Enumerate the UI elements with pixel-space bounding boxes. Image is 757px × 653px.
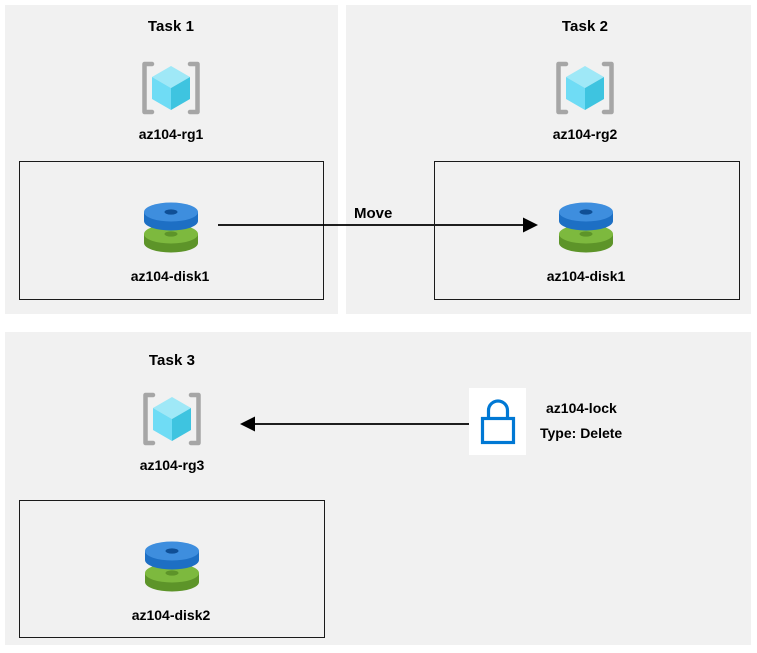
resource-group-cube-icon — [556, 61, 614, 115]
task-panel-3 — [5, 332, 751, 645]
disk-container-2 — [434, 161, 740, 300]
task-panel-1 — [5, 5, 338, 314]
task-panel-2 — [346, 5, 751, 314]
connector-label-move: Move — [354, 205, 393, 222]
managed-disk-icon — [144, 202, 198, 253]
disk-label-3: az104-disk2 — [131, 607, 211, 623]
arrow-icon-move — [218, 217, 538, 233]
managed-disk-icon — [559, 202, 613, 253]
resource-group-cube-icon — [142, 61, 200, 115]
resource-group-label-3: az104-rg3 — [139, 457, 205, 473]
lock-name-label: az104-lock — [546, 400, 617, 416]
lock-type-label: Type: Delete — [540, 425, 623, 441]
task-title-3: Task 3 — [148, 352, 196, 369]
managed-disk-icon — [145, 541, 199, 592]
resource-group-label-1: az104-rg1 — [138, 126, 204, 142]
disk-label-2: az104-disk1 — [546, 268, 626, 284]
arrow-icon-lock — [240, 416, 475, 432]
resource-group-label-2: az104-rg2 — [552, 126, 618, 142]
disk-label-1: az104-disk1 — [130, 268, 210, 284]
padlock-icon — [480, 399, 516, 445]
task-title-2: Task 2 — [561, 18, 609, 35]
task-title-1: Task 1 — [147, 18, 195, 35]
disk-container-1 — [19, 161, 324, 300]
disk-container-3 — [19, 500, 325, 638]
resource-group-cube-icon — [143, 392, 201, 446]
